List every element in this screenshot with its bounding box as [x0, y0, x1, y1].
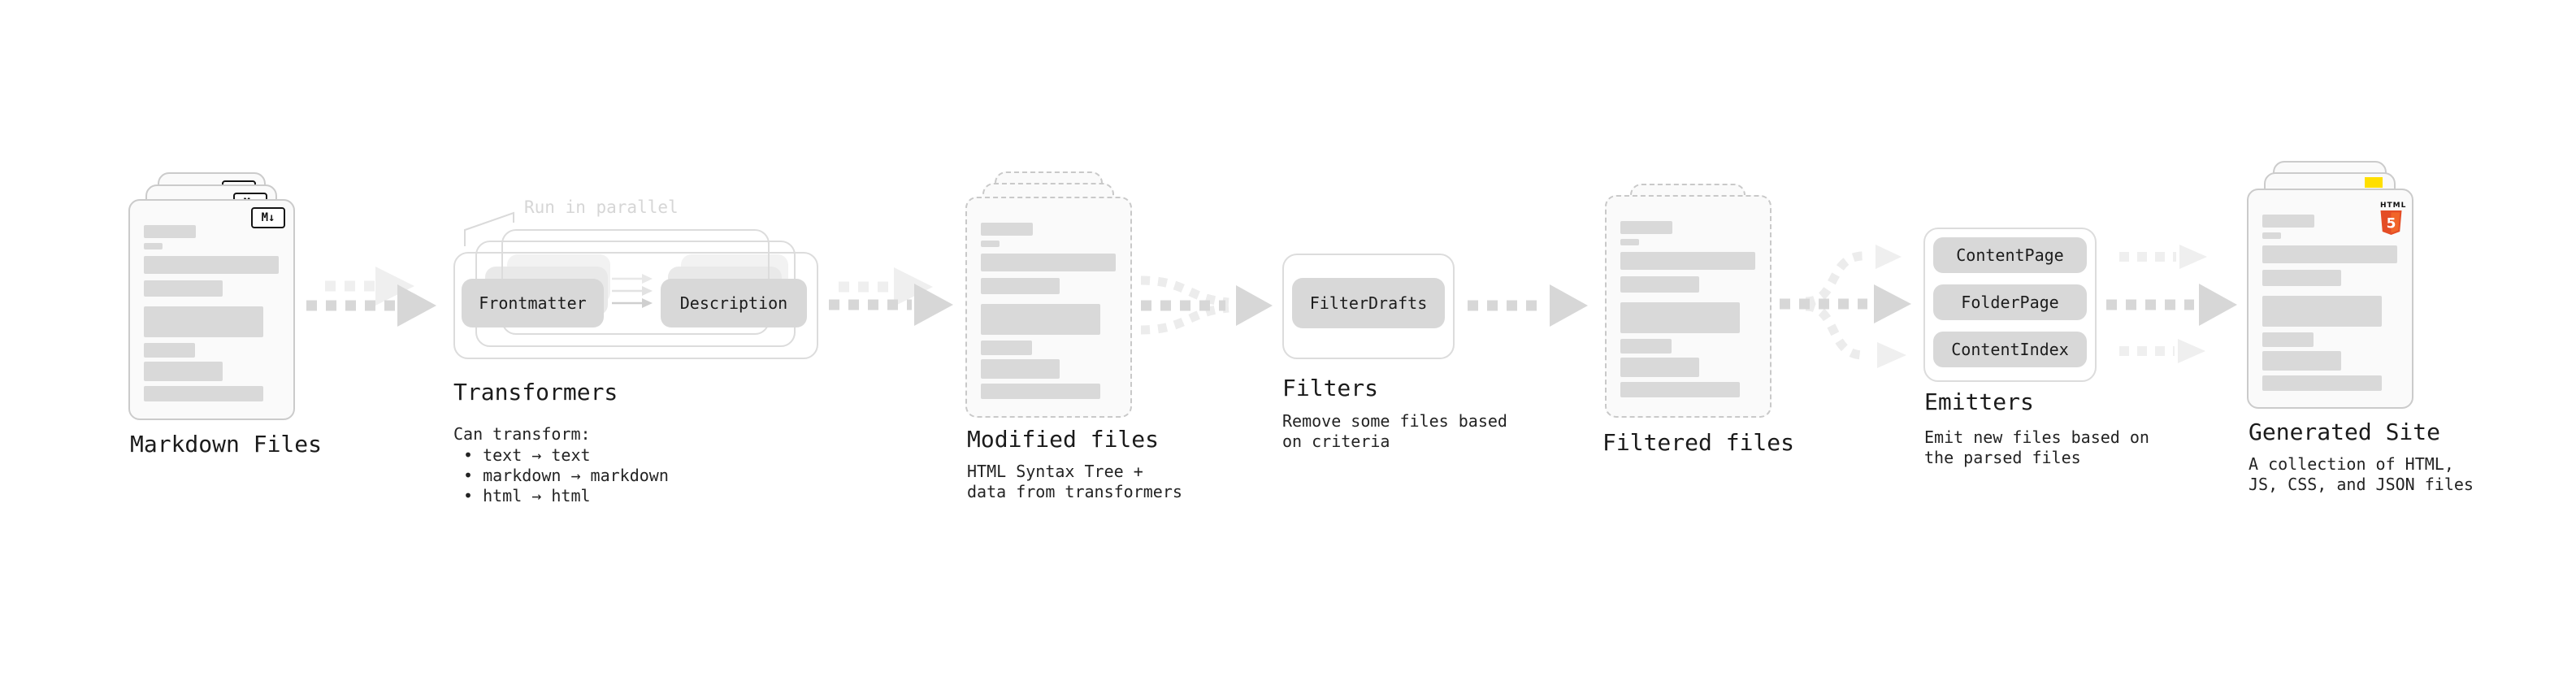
markdown-icon: M↓ [251, 207, 285, 228]
html5-icon: HTML 5 [2380, 195, 2405, 238]
filters-desc-line2: on criteria [1282, 432, 1390, 451]
generated-site-label: Generated Site [2249, 419, 2441, 445]
frontmatter-transformer: Frontmatter [462, 279, 604, 327]
filterdrafts-filter: FilterDrafts [1292, 278, 1445, 328]
skeleton-text-bar [2262, 245, 2397, 263]
skeleton-text-bar [2262, 351, 2341, 371]
contentindex-emitter: ContentIndex [1933, 332, 2087, 367]
js-file-icon [2365, 177, 2383, 188]
markdown-files-label: Markdown Files [130, 431, 323, 458]
filters-desc-line1: Remove some files based [1282, 411, 1507, 431]
skeleton-text-bar [144, 386, 263, 401]
run-in-parallel-callout-line [464, 211, 514, 246]
skeleton-text-bar [144, 256, 279, 274]
skeleton-text-bar [2262, 270, 2341, 286]
skeleton-text-bar [144, 225, 196, 238]
skeleton-text-bar [1620, 221, 1672, 234]
skeleton-text-bar [981, 254, 1116, 271]
transformers-desc-title: Can transform: [453, 424, 591, 444]
markdown-icon-text: M↓ [261, 211, 275, 224]
skeleton-text-bar [144, 306, 263, 337]
arrow-markdown-to-transformers [306, 267, 436, 327]
transformer-mini-arrows [612, 274, 653, 308]
emitters-desc-line2: the parsed files [1924, 448, 2081, 467]
description-transformer: Description [661, 279, 807, 327]
generated-site-desc-line2: JS, CSS, and JSON files [2249, 475, 2474, 494]
modified-files-label: Modified files [967, 426, 1160, 453]
skeleton-text-bar [981, 223, 1033, 236]
markdown-file-card-front: M↓ [128, 199, 295, 420]
emitters-label: Emitters [1924, 388, 2034, 415]
modified-files-desc-line2: data from transformers [967, 482, 1182, 501]
skeleton-text-bar [1620, 252, 1755, 270]
contentpage-emitter: ContentPage [1933, 237, 2087, 273]
folderpage-emitter: FolderPage [1933, 284, 2087, 320]
html5-shield: 5 [2380, 210, 2402, 235]
skeleton-text-bar [981, 304, 1100, 335]
filters-label: Filters [1282, 375, 1379, 401]
skeleton-text-bar [981, 340, 1032, 355]
html5-icon-number: 5 [2387, 216, 2396, 232]
generated-site-desc-line1: A collection of HTML, [2249, 454, 2454, 474]
arrow-transformers-to-modified [829, 267, 953, 326]
emitters-desc-line1: Emit new files based on [1924, 427, 2149, 447]
skeleton-text-bar [2262, 332, 2314, 347]
skeleton-text-bar [1620, 239, 1639, 245]
skeleton-text-bar [1620, 276, 1699, 293]
modified-file-card-front [965, 197, 1132, 418]
filtered-file-card-front [1605, 195, 1772, 418]
skeleton-text-bar [2262, 215, 2314, 228]
modified-files-desc-line1: HTML Syntax Tree + [967, 462, 1143, 481]
filtered-files-label: Filtered files [1602, 429, 1795, 456]
transformers-bullet-2: • markdown → markdown [463, 466, 669, 485]
skeleton-text-bar [1620, 358, 1699, 377]
run-in-parallel-note: Run in parallel [524, 197, 679, 217]
transformers-bullet-1: • text → text [463, 445, 591, 465]
arrow-filters-to-filtered [1468, 284, 1588, 327]
transformers-bullet-3: • html → html [463, 486, 591, 505]
skeleton-text-bar [981, 241, 1000, 247]
skeleton-text-bar [144, 343, 195, 358]
skeleton-text-bar [2262, 296, 2382, 327]
transformers-label: Transformers [453, 379, 618, 406]
generated-site-card-front: HTML 5 [2247, 189, 2413, 409]
skeleton-text-bar [2262, 375, 2382, 391]
skeleton-text-bar [144, 243, 163, 249]
skeleton-text-bar [1620, 302, 1740, 333]
skeleton-text-bar [1620, 339, 1672, 354]
html5-icon-label: HTML [2380, 202, 2407, 210]
skeleton-text-bar [981, 278, 1060, 294]
arrow-modified-to-filters [1140, 275, 1273, 335]
skeleton-text-bar [981, 384, 1100, 399]
transformer-stack-box-front [453, 252, 818, 359]
skeleton-text-bar [2262, 232, 2281, 239]
arrow-emitters-to-generated [2106, 245, 2237, 363]
skeleton-text-bar [144, 280, 223, 297]
skeleton-text-bar [981, 359, 1060, 379]
skeleton-text-bar [1620, 382, 1740, 397]
arrow-filtered-to-emitters [1780, 245, 1911, 368]
skeleton-text-bar [144, 362, 223, 381]
